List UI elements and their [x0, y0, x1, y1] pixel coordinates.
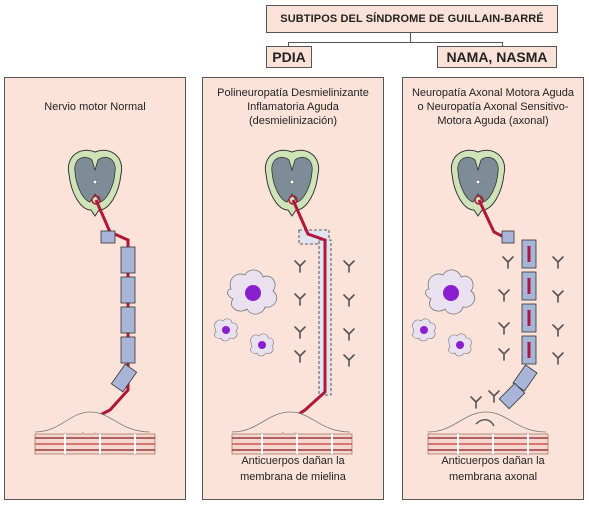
- muscle-fiber: [34, 433, 156, 455]
- macrophage-icon: [425, 269, 476, 315]
- panel-nama-art: [411, 149, 564, 455]
- panel-pdia-art: [213, 149, 355, 455]
- antibody-icon: [343, 294, 355, 307]
- panel-normal-title: Nervio motor Normal: [5, 100, 185, 114]
- panel-nama-title-line-3: Motora Aguda (axonal): [437, 115, 549, 127]
- connector-left: [288, 42, 289, 47]
- panel-nama-title-line-2: o Neuropatía Axonal Sensitivo-: [417, 101, 569, 113]
- antibody-icon: [502, 256, 514, 269]
- diagram-title: SUBTIPOS DEL SÍNDROME DE GUILLAIN-BARRÉ: [266, 5, 558, 33]
- antibody-icon: [470, 396, 482, 409]
- subtype-pdia-box: PDIA: [266, 46, 312, 68]
- spinal-cord-icon: [67, 149, 123, 217]
- antibody-icon: [294, 326, 306, 339]
- panel-pdia-caption: Anticuerpos dañan la membrana de mielina: [203, 453, 383, 485]
- macrophage-small-icon: [249, 333, 274, 357]
- panel-pdia-title-line-2: Inflamatoria Aguda: [247, 101, 339, 113]
- panel-normal-title-line: Nervio motor Normal: [44, 101, 146, 113]
- panel-pdia-caption-line-2: membrana de mielina: [240, 471, 346, 483]
- antibody-icon: [488, 390, 500, 403]
- spinal-cord-icon: [450, 149, 506, 217]
- subtype-nama-box: NAMA, NASMA: [437, 46, 557, 68]
- antibody-icon: [343, 354, 355, 367]
- motor-neuron-icon: [91, 195, 101, 205]
- diagram-title-text: SUBTIPOS DEL SÍNDROME DE GUILLAIN-BARRÉ: [280, 13, 544, 25]
- antibody-icon: [294, 293, 306, 306]
- panel-pdia-title-line-3: (desmielinización): [248, 115, 338, 127]
- panel-nama-caption-line-2: membrana axonal: [448, 471, 538, 483]
- macrophage-icon: [227, 269, 278, 315]
- subtype-pdia-label: PDIA: [272, 49, 306, 65]
- antibody-icon: [552, 352, 564, 365]
- antibody-icon: [498, 348, 510, 361]
- motor-neuron-icon: [288, 195, 298, 205]
- panel-nama-caption-line-1: Anticuerpos dañan la: [441, 455, 545, 467]
- muscle-fiber: [427, 433, 549, 455]
- macrophage-small-icon: [213, 318, 238, 342]
- panel-nama-title-line-1: Neuropatía Axonal Motora Aguda: [411, 87, 575, 99]
- antibody-icon: [498, 289, 510, 302]
- subtype-nama-label: NAMA, NASMA: [446, 49, 548, 65]
- antibody-icon: [343, 328, 355, 341]
- antibody-icon: [294, 350, 306, 363]
- panel-pdia-title-line-1: Polineuropatía Desmielinizante: [217, 87, 369, 99]
- panel-nama-title: Neuropatía Axonal Motora Aguda o Neuropa…: [403, 86, 583, 128]
- connector-right: [502, 42, 503, 47]
- antibody-icon: [294, 260, 306, 273]
- connector-horizontal: [288, 42, 502, 43]
- antibody-icon: [552, 256, 564, 269]
- antibody-icon: [343, 260, 355, 273]
- antibody-icon: [552, 324, 564, 337]
- antibody-icon: [552, 290, 564, 303]
- macrophage-small-icon: [447, 333, 472, 357]
- panel-pdia-title: Polineuropatía Desmielinizante Inflamato…: [203, 86, 383, 128]
- muscle-fiber: [231, 433, 353, 455]
- macrophage-small-icon: [411, 318, 436, 342]
- panel-normal-art: [34, 149, 156, 455]
- spinal-cord-icon: [264, 149, 320, 217]
- axon-pdia: [289, 199, 327, 422]
- panel-pdia-caption-line-1: Anticuerpos dañan la: [241, 455, 345, 467]
- connector-vertical: [410, 32, 411, 42]
- motor-neuron-icon: [474, 195, 484, 205]
- antibody-icon: [498, 322, 510, 335]
- panel-nama-caption: Anticuerpos dañan la membrana axonal: [403, 453, 583, 485]
